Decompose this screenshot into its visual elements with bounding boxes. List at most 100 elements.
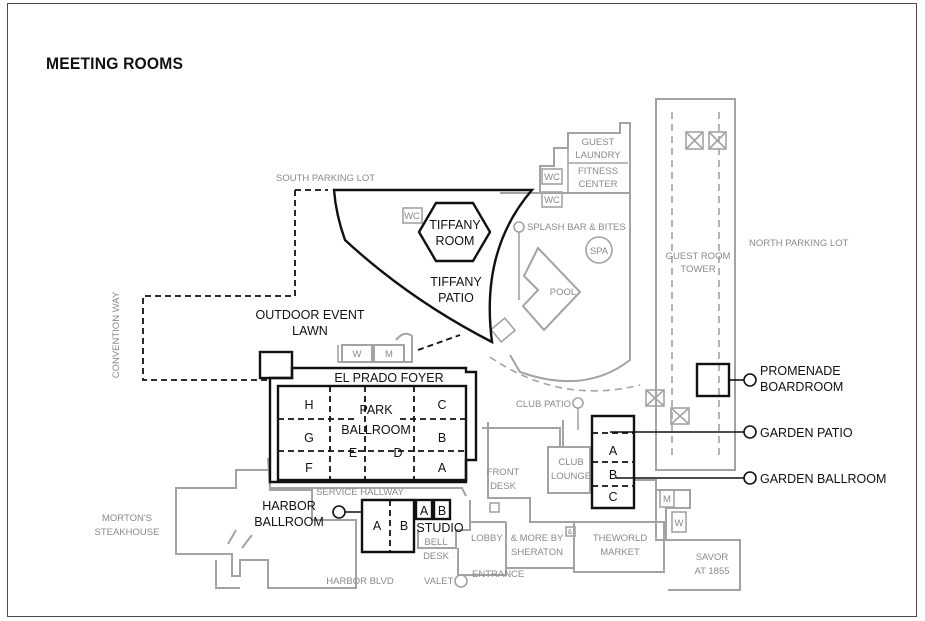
garden-section-b: B: [609, 468, 617, 482]
mortons-label-1: MORTON'S: [102, 513, 152, 524]
tiffany-patio-outline: [332, 188, 535, 345]
club-lounge-outline: [547, 446, 591, 494]
harbor-section-b: B: [400, 519, 408, 533]
studio-section-a: A: [420, 504, 429, 518]
valet-label: VALET: [424, 576, 454, 587]
studio-a-outline: [414, 498, 434, 521]
north-parking-lot-label: NORTH PARKING LOT: [749, 238, 849, 249]
south-parking-lot-label: SOUTH PARKING LOT: [276, 173, 375, 184]
promenade-boardroom-hotspot[interactable]: [697, 364, 729, 396]
tiffany-patio-label-2: PATIO: [438, 291, 474, 305]
entrance-label: ENTRANCE: [472, 569, 524, 580]
harbor-ballroom-marker: [332, 505, 346, 519]
harbor-section-a: A: [373, 519, 382, 533]
garden-patio-label[interactable]: GARDEN PATIO: [760, 426, 853, 440]
restroom-m-label: M: [385, 349, 393, 360]
tower-corridor: [671, 112, 720, 455]
harbor-ballroom-label-2: BALLROOM: [254, 515, 323, 529]
club-patio-marker: [572, 397, 584, 409]
guest-room-tower-outline: [655, 98, 736, 471]
guest-room-tower-label-2: TOWER: [680, 264, 715, 275]
bell-desk-label-2: DESK: [423, 551, 450, 562]
front-desk-label-1: FRONT: [487, 467, 520, 478]
garden-ballroom-callout-marker: [743, 471, 757, 485]
pool-deck-outline: [500, 192, 631, 383]
park-section-c: C: [437, 398, 446, 412]
park-section-a: A: [438, 461, 447, 475]
tiffany-room-hotspot[interactable]: [419, 203, 490, 261]
garden-ballroom-outline: [590, 414, 636, 510]
wc-box: [541, 168, 563, 185]
world-market-label-2: MARKET: [600, 547, 640, 558]
tiffany-patio-label-1: TIFFANY: [430, 275, 482, 289]
harbor-blvd-label: HARBOR BLVD: [326, 576, 394, 587]
promenade-callout-marker: [743, 373, 757, 387]
garden-section-c: C: [608, 490, 617, 504]
guest-laundry-label-2: LAUNDRY: [575, 150, 621, 161]
pool-label: POOL: [550, 287, 576, 298]
svg-text:&: &: [568, 529, 573, 536]
park-ballroom-label-2: BALLROOM: [341, 423, 410, 437]
service-hallway-label: SERVICE HALLWAY: [316, 487, 404, 498]
page-title: MEETING ROOMS: [46, 54, 184, 73]
park-ballroom-outline: [276, 384, 468, 482]
studio-b-outline: [432, 498, 452, 521]
tiffany-room-label-1: TIFFANY: [429, 218, 481, 232]
elevator-icon: [685, 131, 704, 150]
elevator-icon: [708, 131, 727, 150]
valet-marker: [454, 574, 468, 588]
spa-icon: [585, 236, 613, 264]
el-prado-foyer-outline: [268, 366, 478, 484]
park-section-b: B: [438, 431, 446, 445]
harbor-ballroom-label-1: HARBOR: [262, 499, 315, 513]
walkway-dashed: [489, 356, 641, 392]
savor-label-2: AT 1855: [694, 566, 729, 577]
park-section-e: E: [349, 446, 357, 460]
park-ballroom-dividers: [278, 386, 466, 480]
bell-desk-label-1: BELL: [424, 537, 447, 548]
park-section-f: F: [305, 461, 313, 475]
lobby-outline: [487, 422, 665, 573]
guest-room-tower-label-1: GUEST ROOM: [666, 251, 731, 262]
fitness-center-label-2: CENTER: [578, 179, 617, 190]
park-section-d: D: [393, 446, 402, 460]
park-section-h: H: [304, 398, 313, 412]
outdoor-lawn-marker: [258, 350, 294, 380]
wc-label: WC: [544, 195, 560, 206]
garden-section-a: A: [609, 444, 618, 458]
restroom-w-label: W: [675, 518, 684, 529]
guest-laundry-label-1: GUEST: [582, 137, 615, 148]
garden-patio-callout-marker: [743, 425, 757, 439]
restroom-w: [671, 511, 687, 533]
promenade-boardroom-label-2[interactable]: BOARDROOM: [760, 380, 843, 394]
more-by-sheraton-label-1: & MORE BY: [511, 533, 564, 544]
tiffany-room-label-2: ROOM: [436, 234, 475, 248]
outdoor-event-lawn-label-1: OUTDOOR EVENT: [255, 308, 364, 322]
restroom-w-label: W: [353, 349, 362, 360]
park-section-g: G: [304, 431, 314, 445]
convention-way-label: CONVENTION WAY: [111, 291, 122, 378]
park-ballroom-label-1: PARK: [359, 403, 393, 417]
lobby-label: LOBBY: [471, 533, 503, 544]
spa-label: SPA: [590, 246, 609, 257]
wc-label: WC: [404, 211, 420, 222]
studio-label: STUDIO: [416, 521, 464, 535]
el-prado-foyer-label: EL PRADO FOYER: [334, 371, 443, 385]
pool-shape: [521, 246, 582, 332]
tiffany-room-outline: [417, 201, 492, 263]
promenade-boardroom-label-1[interactable]: PROMENADE: [760, 364, 841, 378]
outdoor-event-lawn-label-2: LAWN: [292, 324, 328, 338]
more-by-sheraton-label-2: SHERATON: [511, 547, 563, 558]
restroom-m: [659, 489, 675, 508]
club-lounge-label-2: LOUNGE: [551, 471, 591, 482]
splash-bar-label: SPLASH BAR & BITES: [527, 222, 626, 233]
savor-label-1: SAVOR: [696, 552, 729, 563]
splash-bar-marker: [513, 221, 525, 233]
map-frame: [7, 3, 917, 617]
wc-box: [402, 207, 423, 224]
mortons-label-2: STEAKHOUSE: [95, 527, 160, 538]
convention-way-boundary: [142, 189, 328, 381]
garden-ballroom-label[interactable]: GARDEN BALLROOM: [760, 472, 886, 486]
fitness-center-label-1: FITNESS: [578, 166, 618, 177]
